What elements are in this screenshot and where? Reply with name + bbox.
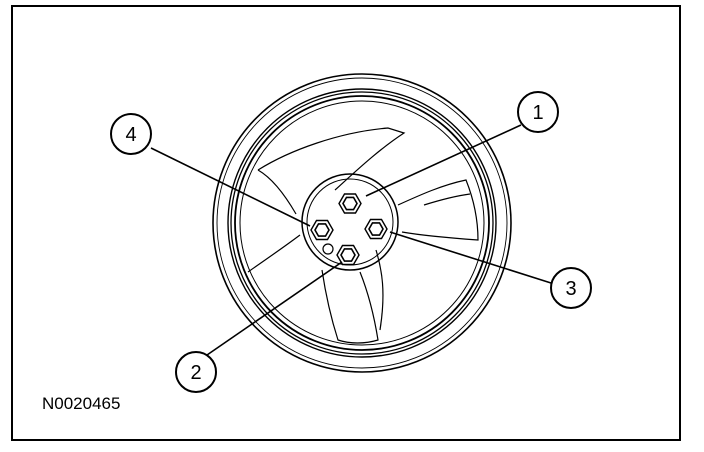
leader-line-3 <box>389 231 552 284</box>
spoke-lower <box>321 269 379 344</box>
rim-flange <box>234 95 490 351</box>
tire-sidewall-line <box>216 77 508 369</box>
spoke-upper-left <box>257 127 406 191</box>
rim-inner-edge <box>239 100 485 346</box>
callout-2: 2 <box>175 351 217 393</box>
callout-circle <box>517 91 559 133</box>
callout-4: 4 <box>110 113 152 155</box>
figure-id-label: N0020465 <box>42 394 120 413</box>
callout-1: 1 <box>517 91 559 133</box>
valve-hole <box>322 243 334 255</box>
callout-number: 3 <box>565 278 576 300</box>
callout-circle <box>175 351 217 393</box>
leader-line-2 <box>206 261 343 356</box>
leader-line-4 <box>150 147 311 227</box>
callout-number: 1 <box>532 102 543 124</box>
wheel <box>212 73 512 373</box>
lug-nut-1 <box>338 193 362 214</box>
callout-circle <box>550 267 592 309</box>
tire-inner-edge <box>227 88 497 358</box>
spoke-upper-left-shadow <box>257 169 297 215</box>
callout-number: 2 <box>190 362 201 384</box>
lug-nut-4 <box>310 219 334 241</box>
callout-number: 4 <box>125 124 136 146</box>
wheel-spokes <box>247 127 479 344</box>
tire-outer-edge <box>212 73 512 373</box>
spoke-left-lower <box>247 234 301 273</box>
callout-circle <box>110 113 152 155</box>
spoke-right <box>397 179 479 241</box>
rim-outer-edge <box>230 91 494 355</box>
lug-nut-3 <box>364 218 388 240</box>
lug-nut-2 <box>336 244 360 266</box>
figure-frame <box>11 5 681 441</box>
spoke-lower-edge <box>375 249 384 331</box>
leader-line-1 <box>365 124 522 197</box>
spoke-right-edge <box>423 193 471 206</box>
callout-3: 3 <box>550 267 592 309</box>
leader-lines <box>150 124 552 356</box>
